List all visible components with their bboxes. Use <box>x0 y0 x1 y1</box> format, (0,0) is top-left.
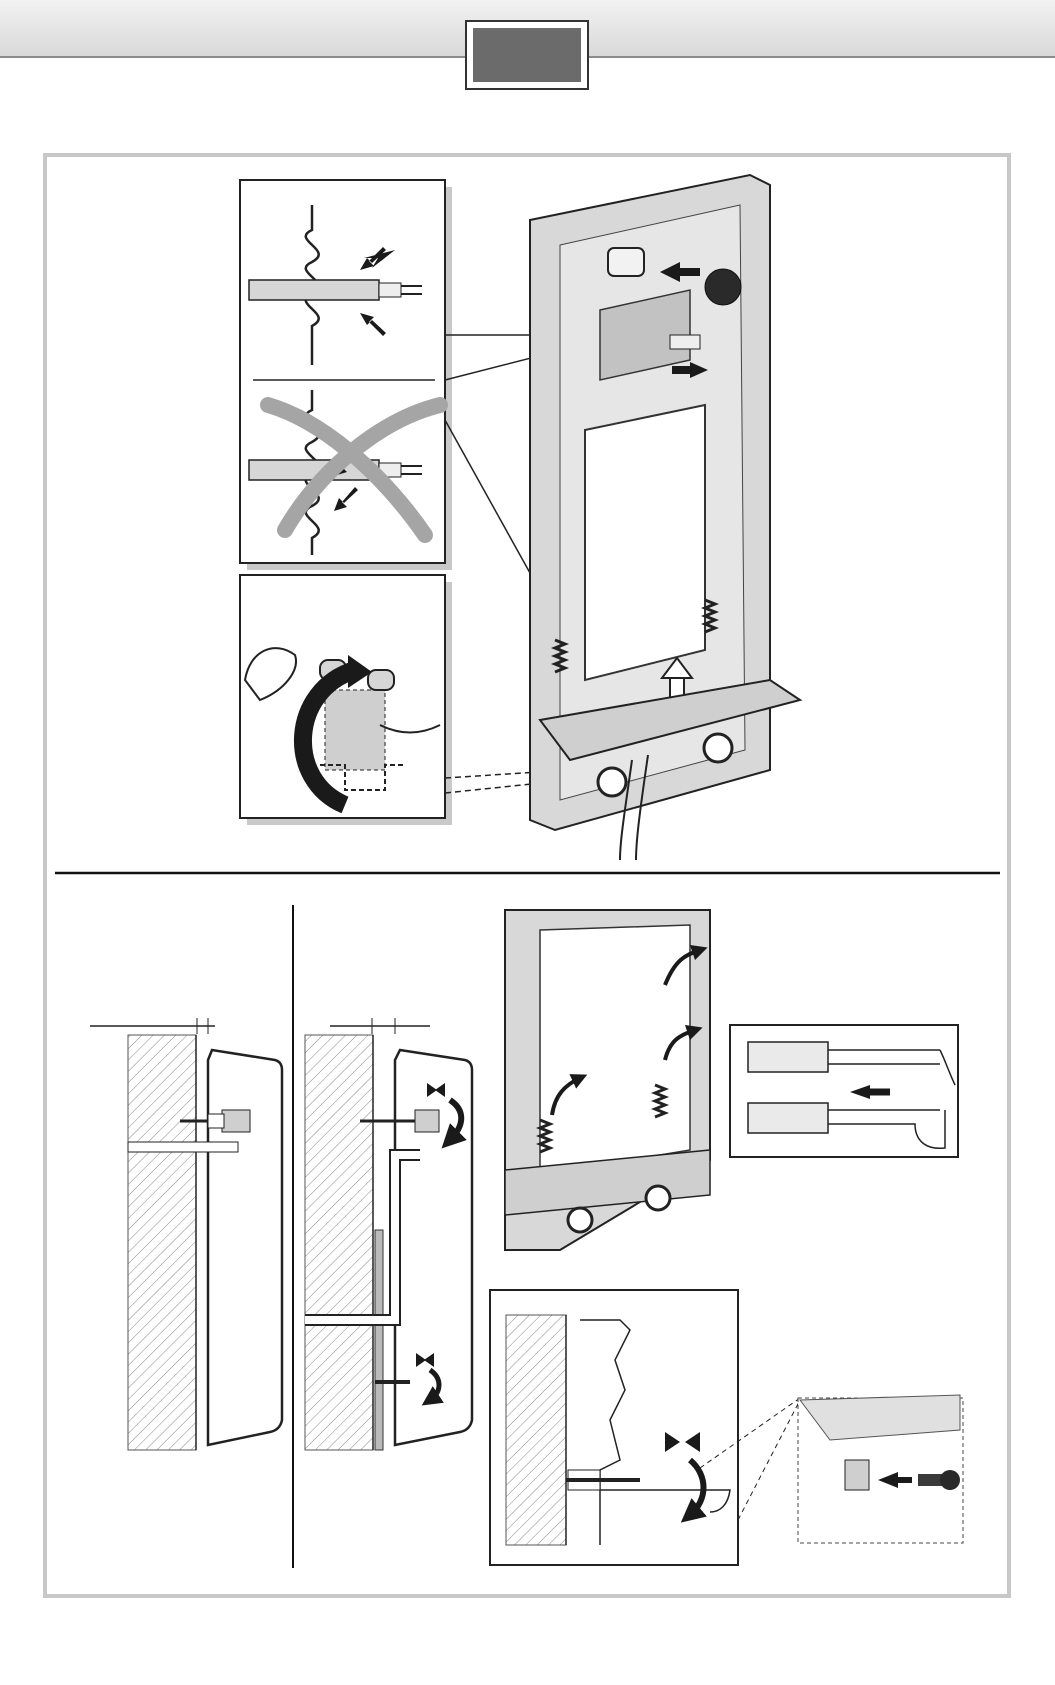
knob-icon <box>705 269 741 305</box>
cable-strip-detail <box>240 180 452 570</box>
frame-spring-adjust <box>505 910 710 1250</box>
screw-connector-detail <box>730 1025 958 1157</box>
wall-distance-offset <box>305 1018 472 1450</box>
cable-clip-detail <box>240 575 452 825</box>
mounting-frame-assembly <box>530 175 800 860</box>
foot-screw-insert <box>700 1395 963 1543</box>
wall-adjust-screw <box>490 1290 738 1565</box>
wall-distance-flush <box>90 1018 282 1450</box>
cable-top <box>249 280 379 300</box>
frame-opening <box>585 405 705 680</box>
